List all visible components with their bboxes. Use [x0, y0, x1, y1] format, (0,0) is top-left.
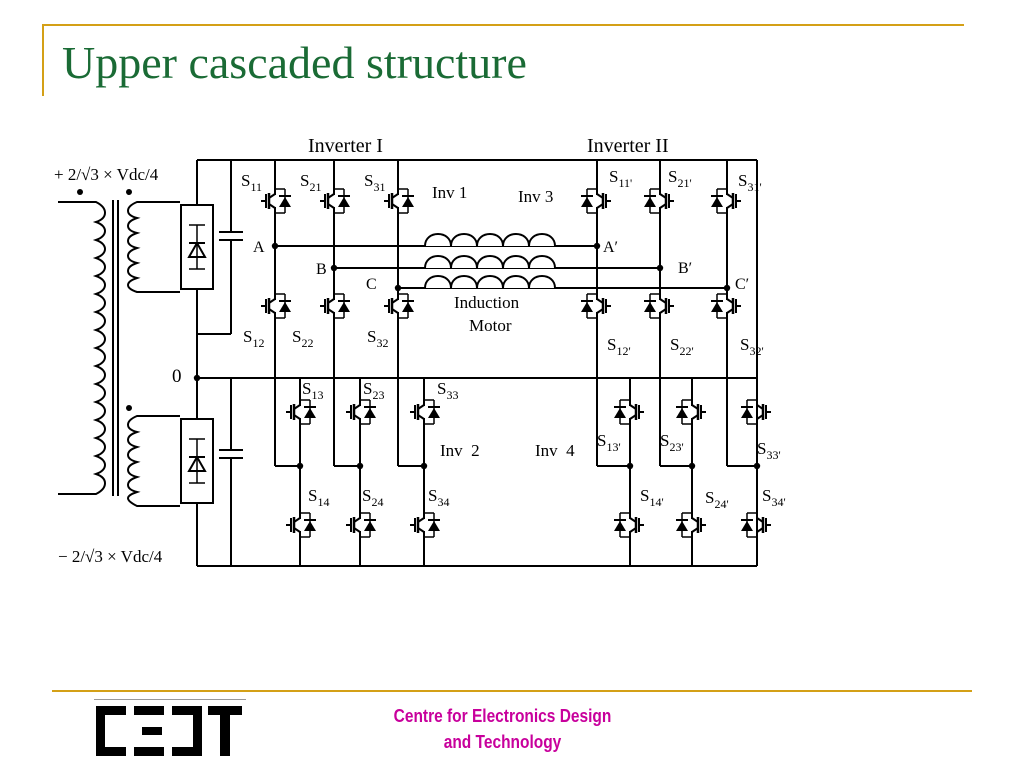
switch-s24p [676, 511, 706, 539]
phase-c-prime-label: C′ [735, 276, 749, 293]
footer-org-line-2: and Technology [443, 732, 562, 752]
motor-label-line-2: Motor [469, 316, 512, 335]
title-rule-left [42, 24, 44, 96]
slide-title: Upper cascaded structure [62, 37, 527, 88]
svg-text:S13: S13 [302, 379, 323, 402]
switch-s12 [259, 290, 293, 322]
motor-label-line-1: Induction [454, 293, 520, 312]
svg-text:S31': S31' [738, 171, 762, 194]
phase-c-label: C [366, 276, 377, 293]
svg-text:S21': S21' [668, 167, 692, 190]
inv-3-label: Inv 3 [518, 187, 553, 206]
phase-a-prime-label: A′ [603, 239, 618, 256]
svg-text:S31: S31 [364, 171, 385, 194]
switch-s12p [581, 292, 611, 320]
switch-labels: S11 S21 S31 S12 S22 S32 S13 S23 S33 S14 … [241, 167, 786, 511]
svg-text:S23': S23' [660, 431, 684, 454]
inv-2-label: Inv 2 [440, 441, 480, 460]
polarity-dot-top [77, 189, 83, 195]
circuit-diagram: + 2/√3 × Vdc/4 − 2/√3 × Vdc/4 [54, 135, 786, 567]
supply-minus-label: − 2/√3 × Vdc/4 [58, 547, 163, 566]
transformer-primary [58, 201, 106, 495]
svg-text:S12: S12 [243, 327, 264, 350]
svg-text:S33: S33 [437, 379, 458, 402]
footer-organization: Centre for Electronics Design and Techno… [354, 703, 651, 755]
inverter-2-label: Inverter II [587, 135, 669, 157]
switch-s21 [318, 185, 352, 217]
polarity-dot-bottom [126, 405, 132, 411]
switch-s22 [318, 290, 352, 322]
svg-text:S21: S21 [300, 171, 321, 194]
svg-text:S24: S24 [362, 486, 383, 509]
switch-s32 [382, 290, 416, 322]
switch-s33 [408, 396, 442, 428]
svg-text:S34': S34' [762, 486, 786, 509]
switch-s23p [676, 398, 706, 426]
dc-bus [196, 159, 758, 567]
switch-s24 [344, 509, 378, 541]
svg-text:S24': S24' [705, 488, 729, 511]
switch-s13p [614, 398, 644, 426]
switch-s13 [284, 396, 318, 428]
phase-b-prime-label: B′ [678, 260, 692, 277]
title-rule-top [42, 24, 964, 26]
svg-text:S34: S34 [428, 486, 449, 509]
switch-s34 [408, 509, 442, 541]
svg-text:S12': S12' [607, 335, 631, 358]
inv-1-label: Inv 1 [432, 183, 467, 202]
switch-s14p [614, 511, 644, 539]
svg-text:S14: S14 [308, 486, 329, 509]
switch-s21p [644, 187, 674, 215]
switch-s31 [382, 185, 416, 217]
svg-text:S14': S14' [640, 486, 664, 509]
switch-s23 [344, 396, 378, 428]
motor-windings [424, 233, 556, 289]
svg-text:S22': S22' [670, 335, 694, 358]
footer-org-line-1: Centre for Electronics Design [393, 706, 612, 726]
neutral-label: 0 [172, 366, 182, 387]
secondary-coil-bottom [127, 415, 180, 507]
rectifier-top [180, 204, 214, 290]
logo-rule [94, 699, 246, 700]
svg-text:S13': S13' [597, 431, 621, 454]
cedt-logo [96, 706, 242, 756]
svg-text:S33': S33' [757, 439, 781, 462]
switch-s14 [284, 509, 318, 541]
rectifier-bottom [180, 418, 214, 504]
svg-text:S23: S23 [363, 379, 384, 402]
switch-s31p [711, 187, 741, 215]
polarity-dot-top-2 [126, 189, 132, 195]
supply-plus-label: + 2/√3 × Vdc/4 [54, 165, 159, 184]
inv-4-label: Inv 4 [535, 441, 575, 460]
svg-text:S32': S32' [740, 335, 764, 358]
switch-s11p [581, 187, 611, 215]
switch-s11 [259, 185, 293, 217]
junction-dots [193, 242, 761, 470]
svg-text:S11': S11' [609, 167, 632, 190]
switch-s32p [711, 292, 741, 320]
phase-a-label: A [253, 239, 265, 256]
svg-text:S32: S32 [367, 327, 388, 350]
footer-rule [52, 690, 972, 692]
switch-s22p [644, 292, 674, 320]
phase-b-label: B [316, 261, 327, 278]
svg-text:S22: S22 [292, 327, 313, 350]
svg-text:S11: S11 [241, 171, 262, 194]
secondary-coil-top [127, 201, 180, 293]
inverter-1-label: Inverter I [308, 135, 383, 157]
